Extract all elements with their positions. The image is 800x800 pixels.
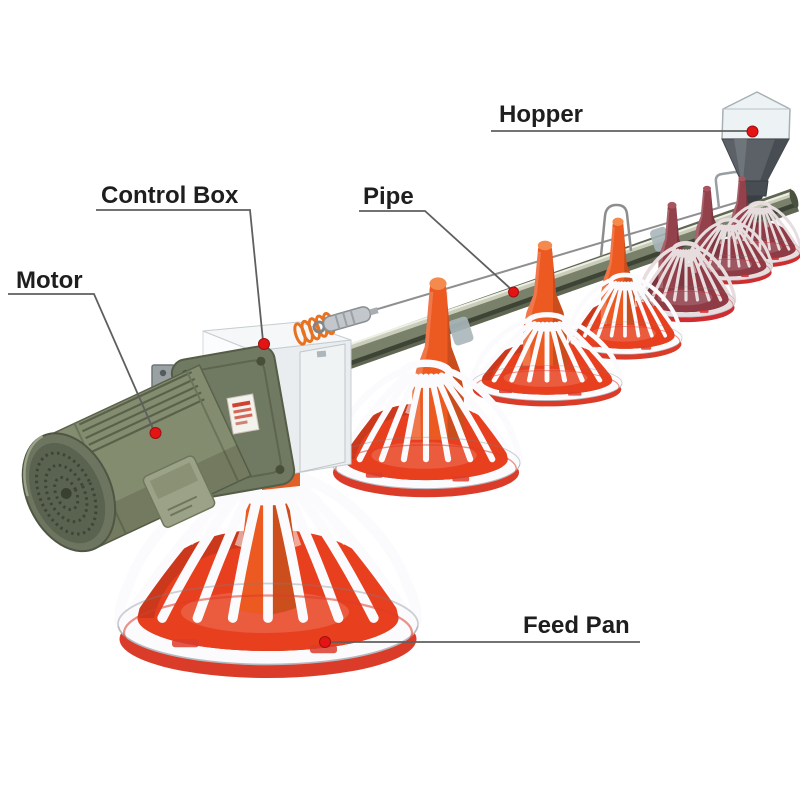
motor-label: Motor xyxy=(16,267,83,294)
terminal-box xyxy=(142,455,216,528)
motor xyxy=(21,364,253,553)
motor-anchor-dot xyxy=(149,427,162,439)
door-latch xyxy=(316,350,327,358)
annotations: Motor Control Box Pipe Hopper Feed Pan xyxy=(8,101,759,648)
feed-pan-label: Feed Pan xyxy=(523,612,630,639)
wire-handle-loop xyxy=(599,203,633,257)
pipe-leader-line xyxy=(359,210,513,291)
pipe-label: Pipe xyxy=(363,183,414,210)
hopper xyxy=(721,91,791,205)
pipe-coupler xyxy=(448,316,474,346)
control-box-leader-line xyxy=(96,209,264,342)
pipe-anchor-dot xyxy=(508,286,519,298)
nameplate-sticker xyxy=(226,393,260,435)
wire-turnbuckle xyxy=(312,306,379,334)
cooling-fins xyxy=(78,371,205,453)
hopper-anchor-dot xyxy=(746,125,759,138)
box-door-panel xyxy=(299,343,346,473)
feed-pan-1 xyxy=(118,467,418,679)
control-box-anchor-dot xyxy=(258,338,270,350)
motor-leader-line xyxy=(8,293,155,432)
feed-pan-anchor-dot xyxy=(319,636,331,648)
pipe-end-cap xyxy=(789,189,799,209)
control-box-label: Control Box xyxy=(101,182,239,209)
hopper-label: Hopper xyxy=(499,101,583,128)
